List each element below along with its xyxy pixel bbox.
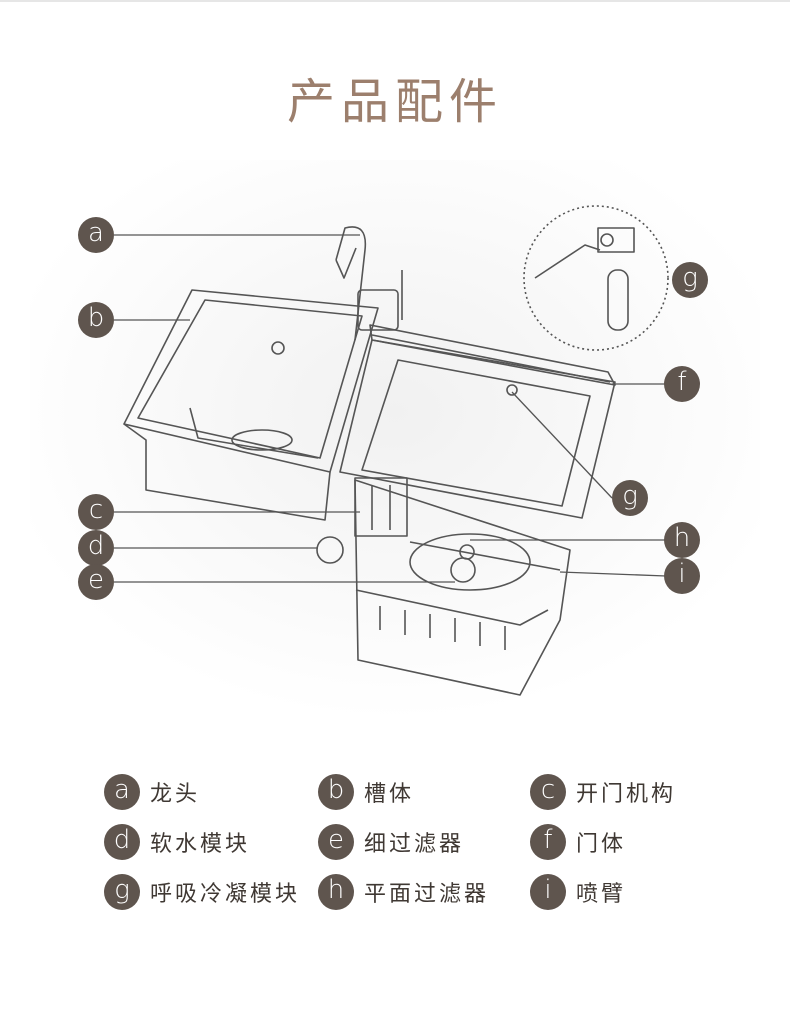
right-basin-rim	[339, 339, 616, 519]
flat-filter	[409, 533, 531, 591]
legend-badge: d	[104, 824, 140, 860]
left-basin-wall	[123, 423, 331, 521]
detail-knob	[600, 233, 614, 247]
label-g: g	[612, 480, 648, 516]
legend-label: 软水模块	[150, 832, 251, 857]
detail-tube	[607, 269, 629, 331]
legend-badge: i	[530, 874, 566, 910]
legend-badge: a	[104, 774, 140, 810]
cabinet-edge	[355, 589, 549, 626]
sink-body	[123, 205, 669, 696]
faucet-base	[357, 289, 399, 331]
callout-lines	[114, 234, 667, 583]
label-d: d	[78, 530, 114, 566]
legend-item-f: f 门体	[530, 822, 626, 862]
legend-badge: c	[530, 774, 566, 810]
detail-pipe	[534, 244, 601, 279]
vent-hole	[506, 384, 518, 396]
label-h: h	[664, 522, 700, 558]
label-a: a	[78, 217, 114, 253]
door-strip-line	[371, 334, 611, 383]
label-f: f	[664, 366, 700, 402]
legend-badge: g	[104, 874, 140, 910]
legend-label: 龙头	[150, 782, 201, 807]
legend-item-e: e 细过滤器	[318, 822, 464, 862]
legend-label: 槽体	[364, 782, 415, 807]
left-basin-floor	[189, 407, 319, 459]
spray-arm	[409, 541, 561, 571]
legend-item-b: b 槽体	[318, 772, 414, 812]
cabinet-ribs	[379, 606, 506, 650]
legend-item-g: g 呼吸冷凝模块	[104, 872, 300, 912]
door-strip	[369, 324, 616, 386]
soft-water-module	[316, 536, 344, 564]
legend-badge: b	[318, 774, 354, 810]
right-basin-inner	[361, 359, 591, 507]
legend-label: 喷臂	[576, 882, 627, 907]
sink-illustration	[30, 160, 760, 720]
front-cabinet	[354, 479, 571, 696]
detail-valve	[597, 227, 635, 253]
legend-label: 门体	[576, 832, 627, 857]
legend-badge: e	[318, 824, 354, 860]
legend-label: 呼吸冷凝模块	[150, 882, 301, 907]
legend-label: 平面过滤器	[364, 882, 490, 907]
legend-label: 开门机构	[576, 782, 677, 807]
left-drain	[231, 429, 293, 451]
legend-item-c: c 开门机构	[530, 772, 676, 812]
legend-label: 细过滤器	[364, 832, 465, 857]
faucet-hole	[271, 341, 285, 355]
label-b: b	[78, 302, 114, 338]
label-c: c	[78, 494, 114, 530]
detail-circle	[523, 205, 669, 351]
door-mechanism-box	[354, 477, 408, 537]
label-e: e	[78, 564, 114, 600]
legend-badge: f	[530, 824, 566, 860]
label-g-detail: g	[672, 262, 708, 298]
label-i: i	[664, 558, 700, 594]
legend-badge: h	[318, 874, 354, 910]
parts-legend: a 龙头 b 槽体 c 开门机构 d 软水模块 e 细过滤器 f 门体 g 呼吸…	[0, 770, 790, 920]
page-title: 产品配件	[286, 74, 503, 130]
sink-diagram: a b c d e f g g h i	[0, 140, 790, 740]
top-divider	[0, 0, 790, 2]
left-basin-inner	[137, 299, 363, 459]
legend-item-i: i 喷臂	[530, 872, 626, 912]
legend-item-a: a 龙头	[104, 772, 200, 812]
faucet-spout	[335, 247, 357, 279]
legend-item-d: d 软水模块	[104, 822, 250, 862]
background-glow	[30, 160, 760, 720]
legend-item-h: h 平面过滤器	[318, 872, 489, 912]
faucet-neck	[335, 226, 367, 341]
